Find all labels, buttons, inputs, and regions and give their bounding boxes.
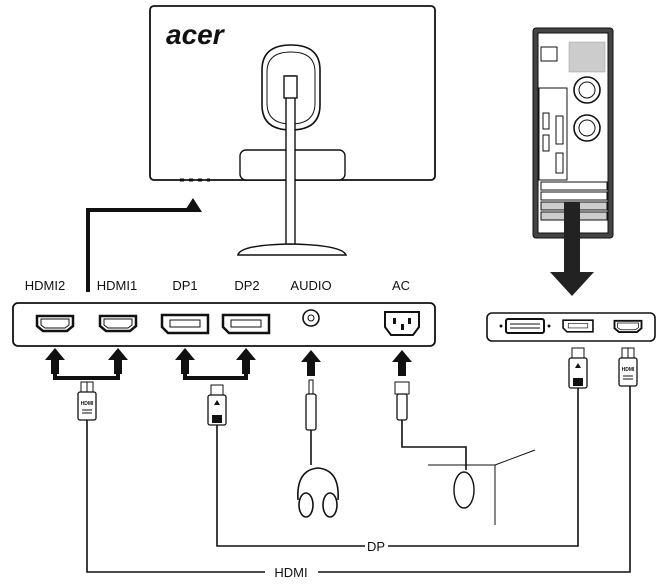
hdmi2-port-icon	[35, 314, 75, 333]
hdmi1-port-icon	[98, 314, 138, 333]
hdmi-cable-label: HDMI	[274, 565, 307, 580]
label-audio: AUDIO	[290, 278, 331, 293]
label-dp1: DP1	[172, 278, 197, 293]
hdmi-cable	[86, 420, 265, 573]
monitor-rear: acer	[149, 5, 436, 256]
label-hdmi2: HDMI2	[25, 278, 65, 293]
dp2-port-icon	[221, 313, 271, 335]
pc-dp-port-icon	[562, 319, 594, 333]
pc-graphics-ports	[486, 312, 656, 342]
headphones-icon	[297, 467, 339, 518]
dp-cable	[216, 425, 365, 547]
audio-plug-icon	[305, 379, 317, 465]
label-hdmi1: HDMI1	[97, 278, 137, 293]
label-dp2: DP2	[234, 278, 259, 293]
dp-cable-right	[388, 388, 579, 547]
dp1-port-icon	[160, 313, 210, 335]
dp-plug-icon	[207, 384, 227, 426]
hdmi-cable-right	[318, 386, 631, 573]
ac-socket-icon	[384, 311, 420, 336]
acer-logo: acer	[166, 19, 226, 50]
wall-outlet-plug-icon	[453, 471, 475, 509]
ac-power-plug-icon	[394, 381, 536, 525]
down-arrow-icon	[550, 202, 594, 296]
port-arrows	[45, 348, 412, 380]
hdmi-plug-icon: HDMI	[77, 381, 97, 421]
pc-dp-plug-icon	[568, 347, 588, 389]
dp-cable-label: DP	[367, 539, 385, 554]
audio-jack-icon	[302, 309, 320, 327]
svg-text:HDMI: HDMI	[622, 367, 635, 373]
svg-text:HDMI: HDMI	[81, 401, 94, 407]
arrow-head-icon	[184, 198, 202, 212]
pc-hdmi-plug-icon: HDMI	[618, 347, 638, 387]
connect-arrow	[86, 208, 193, 292]
dvi-port-icon	[505, 318, 545, 334]
pc-hdmi-port-icon	[613, 319, 643, 333]
label-ac: AC	[392, 278, 410, 293]
monitor-port-panel	[12, 302, 436, 347]
